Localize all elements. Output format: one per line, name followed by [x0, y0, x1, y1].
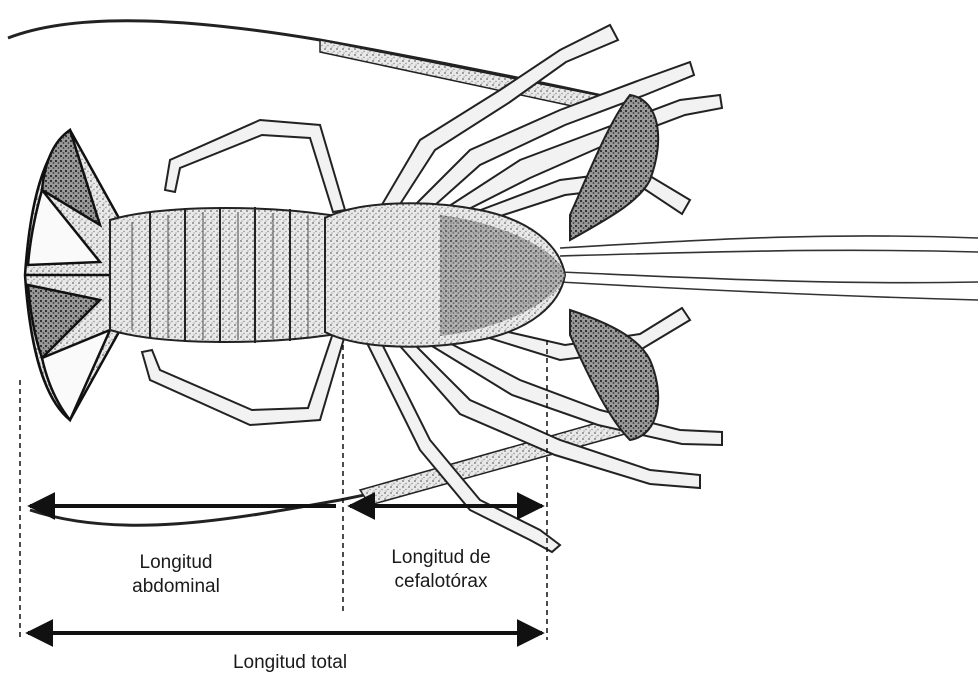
cephalothorax-label-line2: cefalotórax [356, 570, 526, 594]
abdominal-label-line2: abdominal [96, 575, 256, 599]
cephalothorax-length-label: Longitud de cefalotórax [356, 546, 526, 594]
tail-fan [25, 130, 120, 420]
cephalothorax-label-line1: Longitud de [356, 546, 526, 570]
total-length-label: Longitud total [170, 651, 410, 675]
antenna-upper [8, 21, 612, 112]
antennules [560, 236, 978, 300]
total-label: Longitud total [170, 651, 410, 675]
abdominal-length-label: Longitud abdominal [96, 551, 256, 599]
abdomen [110, 207, 330, 343]
cephalothorax [325, 203, 565, 346]
abdominal-label-line1: Longitud [96, 551, 256, 575]
